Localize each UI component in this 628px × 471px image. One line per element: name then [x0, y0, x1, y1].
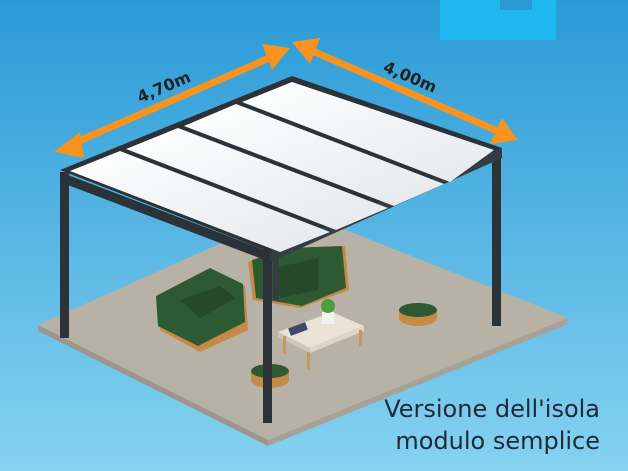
roof-panel-4	[242, 82, 494, 182]
roof-panel-2	[126, 128, 388, 230]
accent-block	[440, 0, 556, 40]
roof-panel-3	[184, 104, 444, 206]
caption-line-1: Versione dell'isola	[384, 395, 600, 423]
roof	[60, 76, 502, 262]
front-post-left	[60, 172, 69, 338]
armchair-front	[156, 268, 248, 352]
floor-edge	[38, 325, 268, 446]
accent-block-shade	[500, 0, 532, 10]
pouf-right	[399, 303, 437, 326]
depth-arrow	[292, 38, 518, 144]
roof-panel-1	[70, 151, 330, 252]
back-post-center	[273, 248, 279, 300]
caption-line-2: modulo semplice	[395, 427, 600, 455]
width-arrow	[54, 44, 290, 158]
front-post-center	[263, 248, 272, 423]
coffee-table	[278, 299, 364, 370]
caption: Versione dell'isola modulo semplice	[340, 393, 600, 457]
floor-edge-right	[268, 318, 568, 446]
back-post-right	[492, 148, 501, 326]
